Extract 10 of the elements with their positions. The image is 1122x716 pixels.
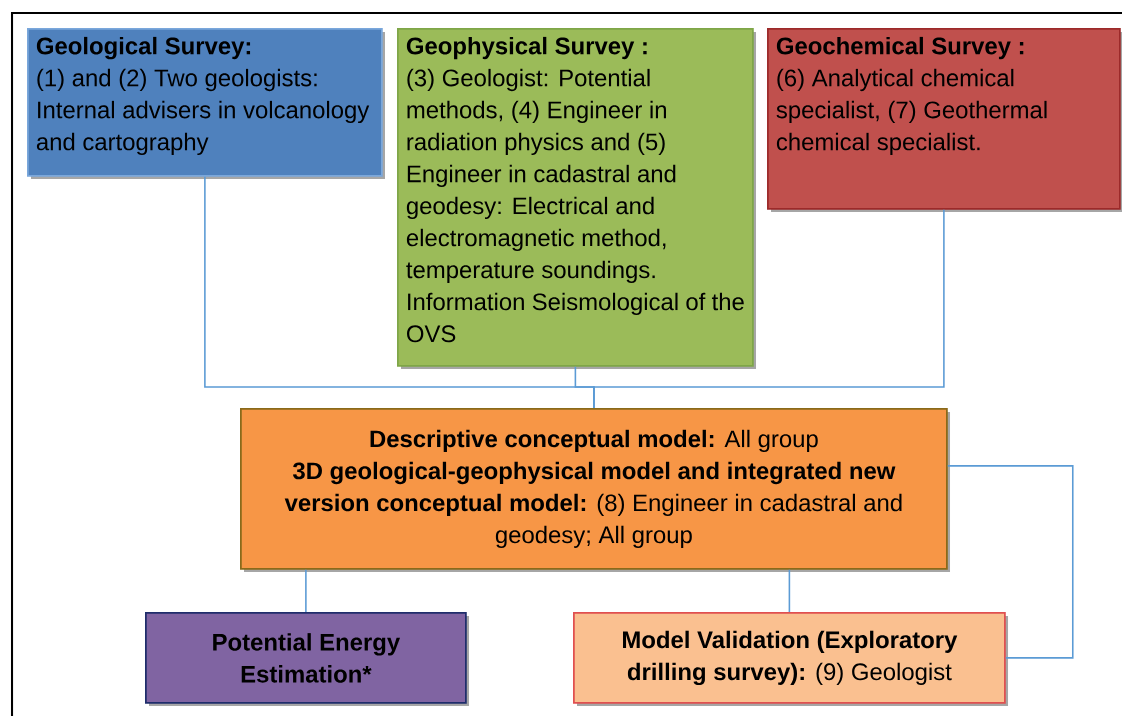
survey-box: Geochemical Survey : (6) Analytical chemical specialist, (7) Geothermal chemical specialist. [767,28,1122,212]
survey-box: Geophysical Survey : (3) Geologist: Potential methods, (4) Engineer in radiation physics and (5) Engineer in cadastral and geodesy: Electrical and electromagnetic method, temperature soundings. Information Seismological of the OVS [397,28,756,369]
survey-box: Geological Survey: (1) and (2) Two geologists: Internal advisers in volcanology and cartography [27,28,385,179]
connector-line [947,465,1074,659]
connector-line [788,569,791,613]
model-box: Model Validation (Exploratory drilling survey): (9) Geologist [573,612,1008,706]
model-box: Descriptive conceptual model: All group 3D geological-geophysical model and integrated new version conceptual model: (8) Engineer in cadastral and geodesy; All group [240,408,950,572]
connector-line [593,208,945,409]
estimation-box: Potential Energy Estimation* [145,612,469,706]
connector-line [305,569,307,613]
